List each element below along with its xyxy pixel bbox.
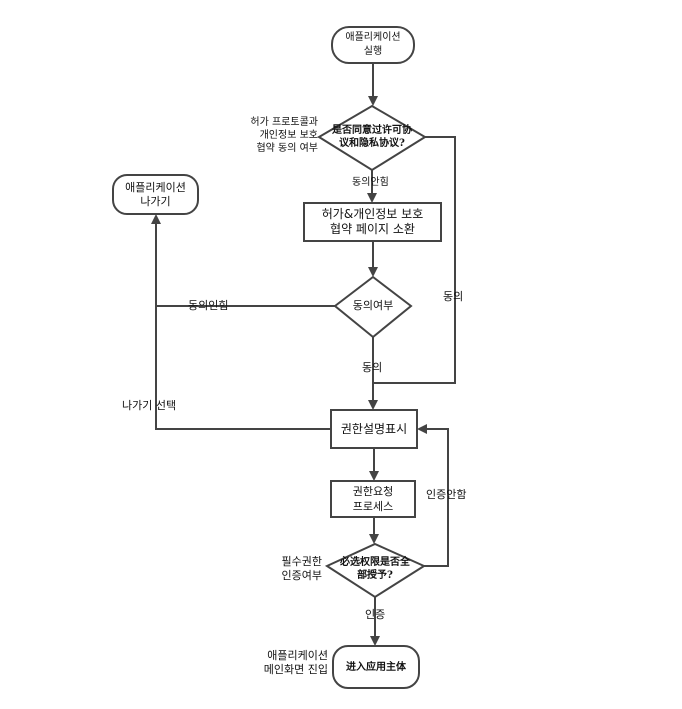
edge-consent-agree-right	[373, 136, 456, 384]
edge-label-agree-right: 동의	[443, 290, 464, 303]
edge-label-auth: 인증	[365, 608, 386, 621]
edge-label-not-agree-2: 동의인힘	[188, 299, 229, 312]
edge-decision-desc	[417, 424, 449, 567]
edge-label-exit-select: 나가기 선택	[122, 399, 177, 412]
edge-label-agree-down: 동의	[362, 361, 383, 374]
required-decision-label: 必选权限是否全 部授予?	[340, 557, 410, 581]
edge-label-not-agree-1: 동의안힘	[352, 177, 389, 188]
edge-label-not-auth: 인증안함	[426, 488, 467, 501]
start-label: 애플리케이션 실행	[345, 32, 401, 57]
enter-main-label: 进入应用主体	[346, 662, 406, 673]
enter-main-terminal	[332, 645, 420, 689]
enter-main-note: 애플리케이션 메인화면 진입	[263, 649, 328, 676]
required-decision-note: 필수권한 인증여부	[281, 555, 322, 582]
permission-request-label: 권한요청 프로세스	[352, 485, 394, 513]
consent-decision-note: 허가 프로토콜과 개인정보 보호 협약 동의 여부	[250, 117, 318, 154]
consent-decision-label: 是否同意过许可协 议和隐私协议?	[332, 125, 412, 149]
call-page-box	[303, 202, 442, 242]
exit-app-label: 애플리케이션 나가기	[125, 181, 186, 208]
edge-desc-exit	[155, 306, 331, 430]
agree-check-label: 동의여부	[352, 299, 394, 312]
permission-desc-label: 권한설명표시	[340, 422, 408, 436]
call-page-label: 허가&개인정보 보호 협약 페이지 소환	[321, 207, 424, 236]
